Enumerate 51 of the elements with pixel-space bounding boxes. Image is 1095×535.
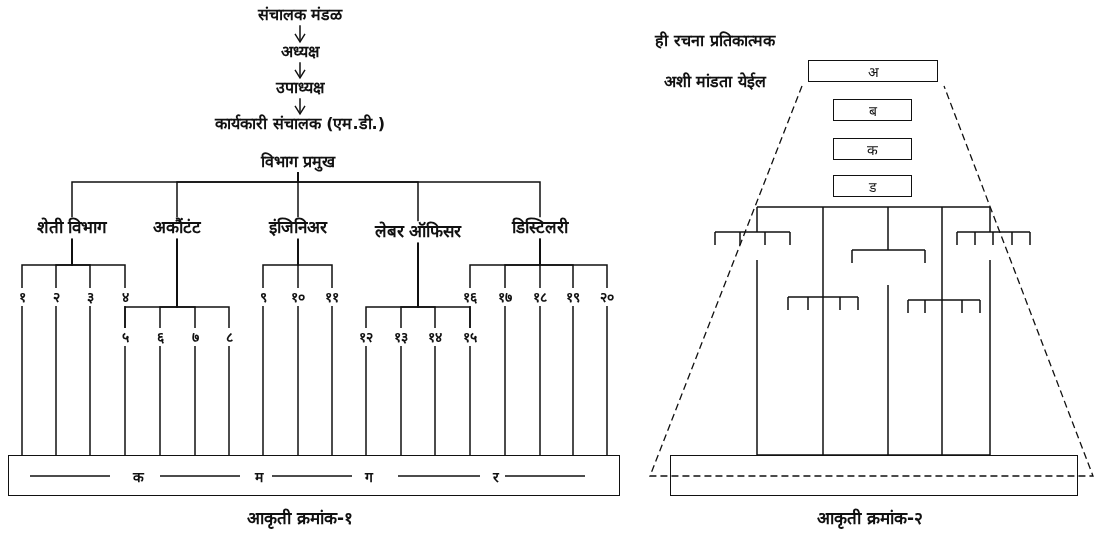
base-box [670,455,1078,496]
connector-line [331,305,333,456]
arrow [294,24,306,43]
connector-line [572,305,574,456]
arrow [294,61,306,79]
caption-text: आकृती क्रमांक-२ [816,507,924,529]
arrow [294,97,306,115]
position-label: विभाग प्रमुख [260,152,336,172]
connector-line [71,238,126,289]
connector-line [262,305,264,456]
connector-line [297,305,299,456]
position-label: उपाध्यक्ष [276,78,324,98]
department-label: अकौंटंट [153,218,201,238]
connector-line [297,171,541,218]
connector-line [469,345,471,456]
connector-line [194,345,196,456]
connector-line [400,345,402,456]
connector-line [539,238,608,289]
letter-text: क [132,467,144,485]
base-box [8,455,620,496]
connector-line [89,305,91,456]
connector-line [434,345,436,456]
connector-line [55,305,57,456]
connector-line [469,305,471,329]
connector-line [21,305,23,456]
letter-text: म [255,467,263,485]
letter-text: र [493,467,499,485]
connector-line [365,345,367,456]
position-label: कार्यकारी संचालक (एम.डी.) [215,114,385,134]
connector-line [539,305,541,456]
note-text: ही रचना प्रतिकात्मक अशी मांडता येईल [653,30,777,93]
department-label: डिस्टिलरी [512,218,568,238]
connector-line [297,238,333,289]
caption-text: आकृती क्रमांक-१ [246,507,354,529]
connector-line [606,305,608,456]
connector-line [159,345,161,456]
letter-box: ब [833,99,912,121]
letter-text: ग [365,467,373,485]
connector-line [176,238,230,329]
letter-box: ड [833,175,912,197]
department-label: लेबर ऑफिसर [373,222,463,242]
department-label: शेती विभाग [36,218,108,238]
connector-line [124,345,126,456]
position-label: संचालक मंडळ [257,5,343,25]
department-label: इंजिनिअर [269,218,327,238]
connector-line [124,305,126,329]
connector-line [228,345,230,456]
letter-box: क [833,138,912,160]
position-label: अध्यक्ष [281,42,319,62]
letter-box: अ [808,60,938,82]
connector-line [504,305,506,456]
